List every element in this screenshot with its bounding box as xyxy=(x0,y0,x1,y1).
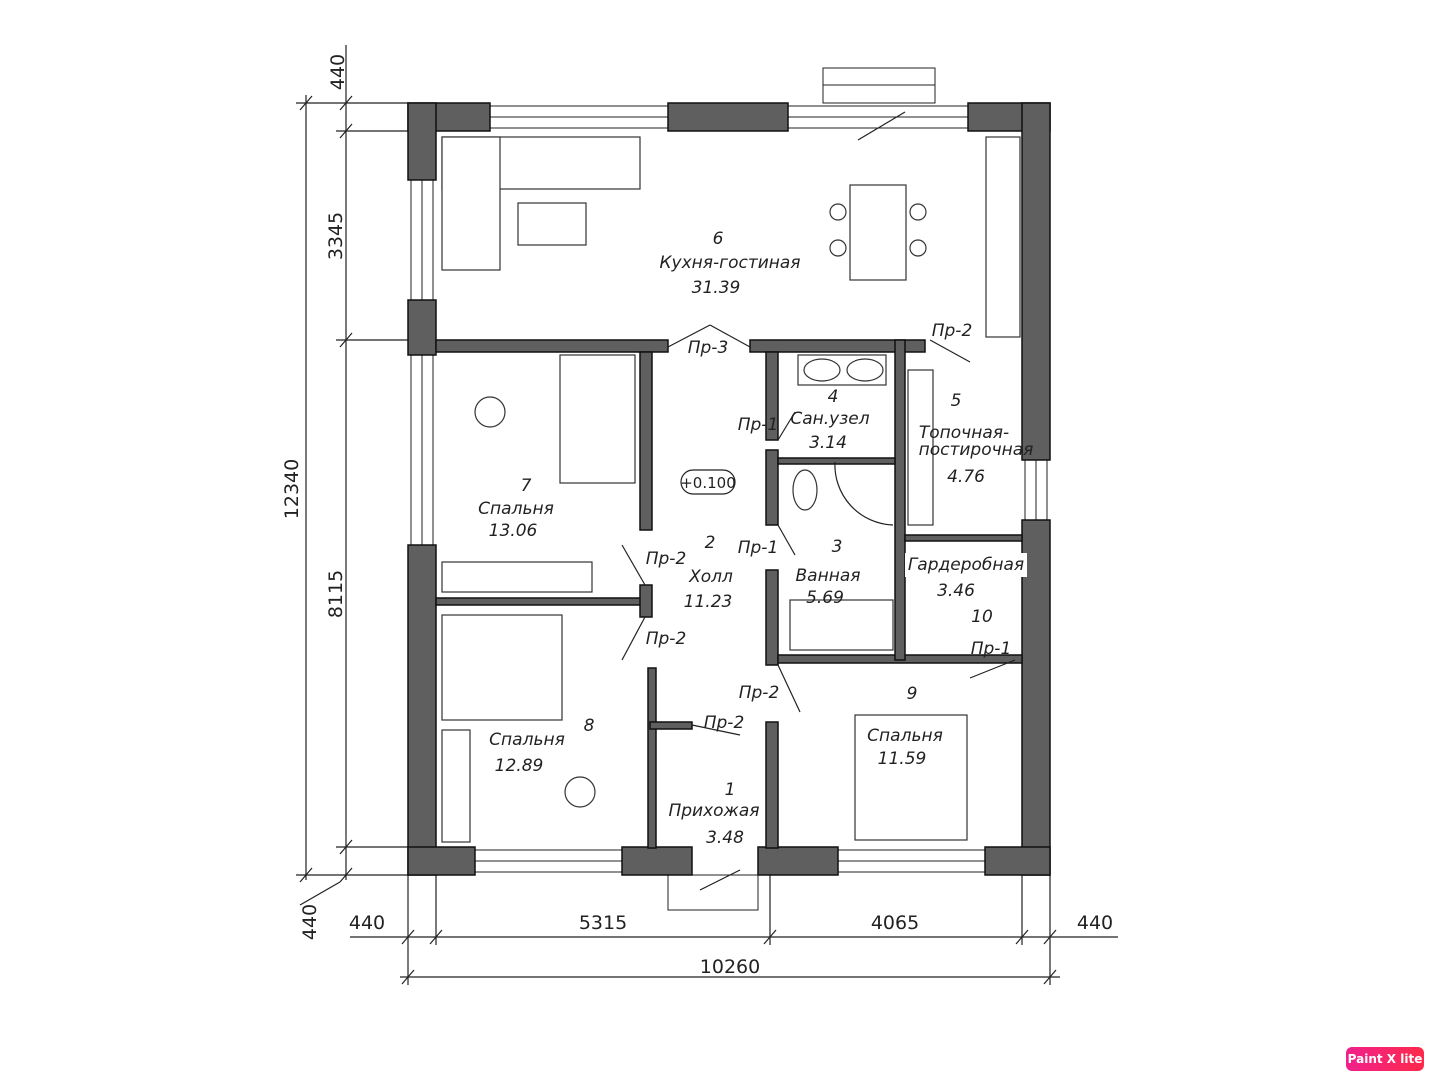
svg-text:3: 3 xyxy=(832,537,843,557)
svg-text:7: 7 xyxy=(521,476,532,496)
svg-text:1: 1 xyxy=(725,780,736,800)
svg-text:12340: 12340 xyxy=(281,459,303,519)
svg-text:Пр-1: Пр-1 xyxy=(971,639,1012,659)
windows xyxy=(410,67,1048,911)
dimension-labels: 440 3345 12340 8115 440 440 5315 4065 44… xyxy=(281,54,1113,978)
svg-text:Пр-2: Пр-2 xyxy=(704,713,745,733)
svg-text:10260: 10260 xyxy=(700,956,760,978)
room-9-label: 9 Спальня 11.59 xyxy=(867,684,943,769)
svg-text:3.14: 3.14 xyxy=(809,433,847,453)
svg-text:Спальня: Спальня xyxy=(478,499,554,519)
svg-text:Прихожая: Прихожая xyxy=(668,801,759,821)
svg-text:12.89: 12.89 xyxy=(495,756,544,776)
svg-text:постирочная: постирочная xyxy=(919,440,1034,460)
svg-text:3345: 3345 xyxy=(325,212,347,260)
svg-text:Пр-3: Пр-3 xyxy=(688,338,729,358)
room-1-label: 1 Прихожая 3.48 xyxy=(668,780,759,848)
interior-walls xyxy=(435,339,1023,849)
svg-text:2: 2 xyxy=(705,533,716,553)
svg-text:440: 440 xyxy=(327,54,349,90)
svg-text:6: 6 xyxy=(713,229,724,249)
svg-text:Кухня-гостиная: Кухня-гостиная xyxy=(659,253,800,273)
svg-text:4065: 4065 xyxy=(871,912,919,934)
svg-text:5315: 5315 xyxy=(579,912,627,934)
svg-text:5: 5 xyxy=(951,391,962,411)
opening-labels: Пр-3 Пр-2 Пр-1 Пр-1 Пр-2 Пр-2 Пр-2 Пр-2 … xyxy=(646,321,1012,733)
svg-text:+0.100: +0.100 xyxy=(680,474,736,492)
room-2-label: 2 Холл 11.23 xyxy=(684,533,733,612)
svg-text:4: 4 xyxy=(828,387,839,407)
svg-text:440: 440 xyxy=(299,904,321,940)
svg-text:Спальня: Спальня xyxy=(867,726,943,746)
svg-text:3.46: 3.46 xyxy=(937,581,975,601)
svg-text:Ванная: Ванная xyxy=(796,566,861,586)
svg-text:5.69: 5.69 xyxy=(806,588,844,608)
furniture xyxy=(441,136,1021,843)
room-7-label: 7 Спальня 13.06 xyxy=(478,476,554,541)
svg-text:9: 9 xyxy=(907,684,918,704)
svg-text:Сан.узел: Сан.узел xyxy=(790,409,869,429)
room-4-label: 4 Сан.узел 3.14 xyxy=(790,387,869,453)
svg-text:Гардеробная: Гардеробная xyxy=(908,555,1024,575)
svg-text:8115: 8115 xyxy=(325,570,347,618)
svg-text:8: 8 xyxy=(584,716,595,736)
svg-text:11.59: 11.59 xyxy=(878,749,927,769)
svg-text:440: 440 xyxy=(349,912,385,934)
level-mark: +0.100 xyxy=(680,469,736,495)
room-5-label: 5 Топочная- постирочная 4.76 xyxy=(919,391,1034,487)
svg-text:11.23: 11.23 xyxy=(684,592,733,612)
svg-text:Пр-1: Пр-1 xyxy=(738,415,779,435)
svg-text:13.06: 13.06 xyxy=(489,521,538,541)
dimension-lines xyxy=(296,45,1118,985)
paint-x-lite-watermark: Paint X lite xyxy=(1346,1047,1424,1071)
door-swings xyxy=(621,111,1016,891)
svg-text:10: 10 xyxy=(971,607,993,627)
svg-text:440: 440 xyxy=(1077,912,1113,934)
exterior-walls xyxy=(407,102,1051,876)
svg-text:Топочная-: Топочная- xyxy=(919,423,1009,443)
room-6-label: 6 Кухня-гостиная 31.39 xyxy=(659,229,800,298)
svg-text:Пр-2: Пр-2 xyxy=(646,549,687,569)
svg-text:Пр-1: Пр-1 xyxy=(738,538,779,558)
room-10-label: Гардеробная 3.46 10 xyxy=(905,553,1027,627)
svg-text:Пр-2: Пр-2 xyxy=(739,683,780,703)
svg-text:Пр-2: Пр-2 xyxy=(932,321,973,341)
svg-text:3.48: 3.48 xyxy=(706,828,744,848)
room-3-label: 3 Ванная 5.69 xyxy=(796,537,861,608)
svg-text:4.76: 4.76 xyxy=(947,467,985,487)
svg-text:31.39: 31.39 xyxy=(692,278,741,298)
svg-text:Холл: Холл xyxy=(688,567,733,587)
svg-text:Пр-2: Пр-2 xyxy=(646,629,687,649)
svg-text:Спальня: Спальня xyxy=(489,730,565,750)
room-8-label: 8 Спальня 12.89 xyxy=(489,716,594,776)
